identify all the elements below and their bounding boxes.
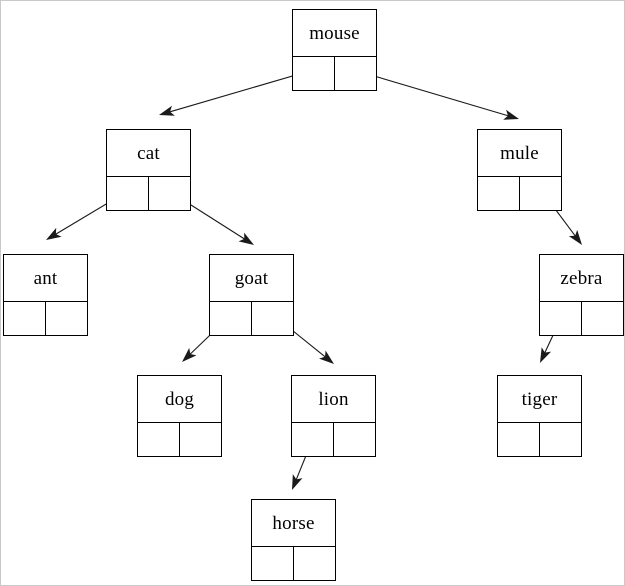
right-pointer-cell[interactable]: [335, 57, 377, 90]
left-pointer-cell[interactable]: [540, 302, 582, 335]
left-pointer-cell[interactable]: [138, 423, 180, 456]
right-pointer-cell[interactable]: [520, 177, 562, 210]
left-pointer-cell[interactable]: [4, 302, 46, 335]
tree-node-pointer-row: [540, 302, 623, 335]
left-pointer-cell[interactable]: [210, 302, 252, 335]
tree-node-label: mouse: [293, 10, 376, 57]
right-pointer-cell[interactable]: [294, 547, 336, 580]
right-pointer-cell[interactable]: [540, 423, 582, 456]
left-pointer-cell[interactable]: [498, 423, 540, 456]
tree-edge-mouse-to-cat: [159, 69, 314, 116]
edge-arrowhead: [568, 229, 582, 245]
tree-node-dog[interactable]: dog: [137, 375, 222, 457]
tree-node-label: tiger: [498, 376, 581, 423]
tree-node-pointer-row: [292, 423, 375, 456]
tree-node-pointer-row: [4, 302, 87, 335]
edge-arrowhead: [182, 347, 197, 362]
right-pointer-cell[interactable]: [252, 302, 294, 335]
tree-node-ant[interactable]: ant: [3, 254, 88, 336]
tree-node-pointer-row: [252, 547, 335, 580]
tree-node-pointer-row: [478, 177, 561, 210]
edge-arrowhead: [540, 347, 552, 363]
tree-node-mouse[interactable]: mouse: [292, 9, 377, 91]
right-pointer-cell[interactable]: [149, 177, 191, 210]
tree-node-pointer-row: [293, 57, 376, 90]
edge-line: [353, 69, 509, 117]
edge-arrowhead: [46, 227, 62, 240]
tree-node-label: zebra: [540, 255, 623, 302]
edge-arrowhead: [503, 109, 519, 120]
right-pointer-cell[interactable]: [334, 423, 376, 456]
tree-node-pointer-row: [107, 177, 190, 210]
tree-node-tiger[interactable]: tiger: [497, 375, 582, 457]
right-pointer-cell[interactable]: [46, 302, 88, 335]
tree-edge-mouse-to-mule: [353, 69, 519, 120]
tree-node-pointer-row: [498, 423, 581, 456]
tree-node-zebra[interactable]: zebra: [539, 254, 624, 336]
tree-node-label: horse: [252, 500, 335, 547]
left-pointer-cell[interactable]: [107, 177, 149, 210]
left-pointer-cell[interactable]: [293, 57, 335, 90]
tree-node-pointer-row: [210, 302, 293, 335]
tree-node-goat[interactable]: goat: [209, 254, 294, 336]
left-pointer-cell[interactable]: [478, 177, 520, 210]
left-pointer-cell[interactable]: [292, 423, 334, 456]
edge-arrowhead: [319, 350, 334, 364]
edge-arrowhead: [292, 474, 303, 490]
right-pointer-cell[interactable]: [582, 302, 624, 335]
tree-node-pointer-row: [138, 423, 221, 456]
right-pointer-cell[interactable]: [180, 423, 222, 456]
tree-node-label: cat: [107, 130, 190, 177]
tree-node-lion[interactable]: lion: [291, 375, 376, 457]
tree-node-label: mule: [478, 130, 561, 177]
tree-node-label: ant: [4, 255, 87, 302]
left-pointer-cell[interactable]: [252, 547, 294, 580]
edge-arrowhead: [238, 232, 254, 245]
tree-node-label: dog: [138, 376, 221, 423]
edge-arrowhead: [159, 105, 175, 116]
tree-node-mule[interactable]: mule: [477, 129, 562, 211]
tree-node-cat[interactable]: cat: [106, 129, 191, 211]
tree-node-horse[interactable]: horse: [251, 499, 336, 581]
tree-node-label: lion: [292, 376, 375, 423]
tree-node-label: goat: [210, 255, 293, 302]
